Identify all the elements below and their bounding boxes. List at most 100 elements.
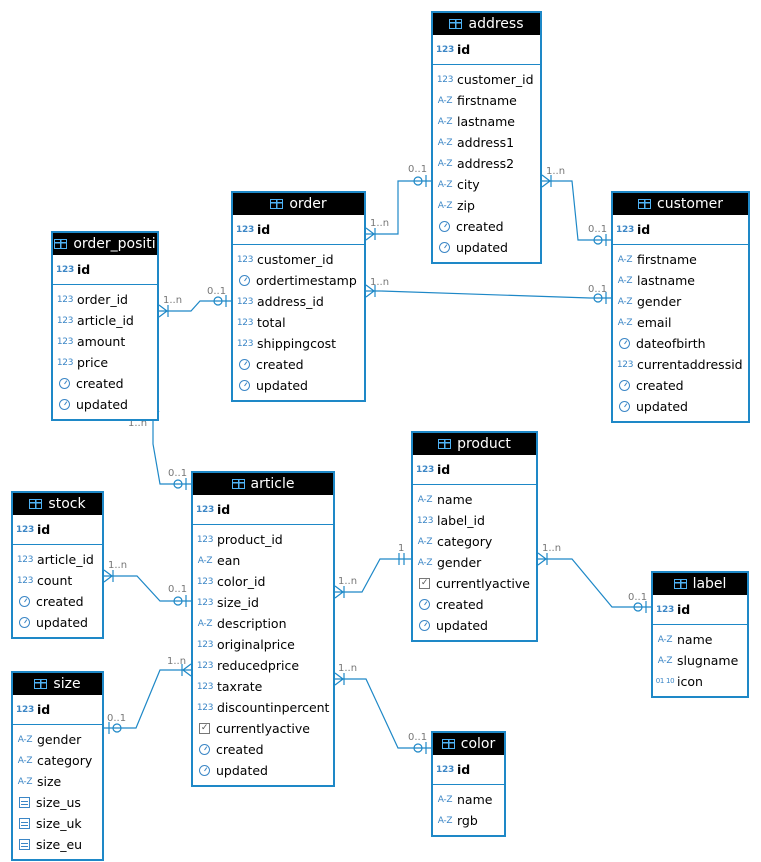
relationship-line[interactable] — [159, 300, 231, 312]
column-row[interactable]: size_uk — [13, 813, 102, 834]
column-row[interactable]: created — [233, 354, 364, 375]
table-header[interactable]: customer — [613, 193, 748, 215]
relationship-line[interactable] — [538, 558, 651, 608]
table-header[interactable]: color — [433, 733, 504, 755]
table-header[interactable]: product — [413, 433, 536, 455]
column-row[interactable]: dateofbirth — [613, 333, 748, 354]
column-row[interactable]: updated — [53, 394, 157, 415]
column-row[interactable]: size_us — [13, 792, 102, 813]
relationship-line[interactable] — [104, 669, 191, 729]
relationship-line[interactable] — [335, 558, 411, 593]
column-row[interactable]: updated — [233, 375, 364, 396]
column-row[interactable]: updated — [413, 615, 536, 636]
relationship-line[interactable] — [152, 411, 191, 485]
column-row[interactable]: ordertimestamp — [233, 270, 364, 291]
column-row[interactable]: ✓currentlyactive — [193, 718, 333, 739]
column-row[interactable]: size_eu — [13, 834, 102, 855]
table-header[interactable]: order — [233, 193, 364, 215]
table-header[interactable]: label — [653, 573, 747, 595]
column-row[interactable]: created — [433, 216, 540, 237]
column-row[interactable]: created — [613, 375, 748, 396]
table-header[interactable]: size — [13, 673, 102, 695]
column-row[interactable]: updated — [193, 760, 333, 781]
table-header[interactable]: article — [193, 473, 333, 495]
table-header[interactable]: order_positi — [53, 233, 157, 255]
column-row[interactable]: ✓currentlyactive — [413, 573, 536, 594]
column-row[interactable]: updated — [13, 612, 102, 633]
column-row[interactable]: created — [53, 373, 157, 394]
column-row[interactable]: created — [13, 591, 102, 612]
column-row[interactable]: created — [193, 739, 333, 760]
column-row[interactable]: updated — [433, 237, 540, 258]
column-row[interactable]: updated — [613, 396, 748, 417]
relationship-line[interactable] — [104, 575, 191, 602]
table-header[interactable]: address — [433, 13, 540, 35]
relationship-line[interactable] — [366, 290, 611, 299]
table-header[interactable]: stock — [13, 493, 102, 515]
column-row[interactable]: created — [413, 594, 536, 615]
